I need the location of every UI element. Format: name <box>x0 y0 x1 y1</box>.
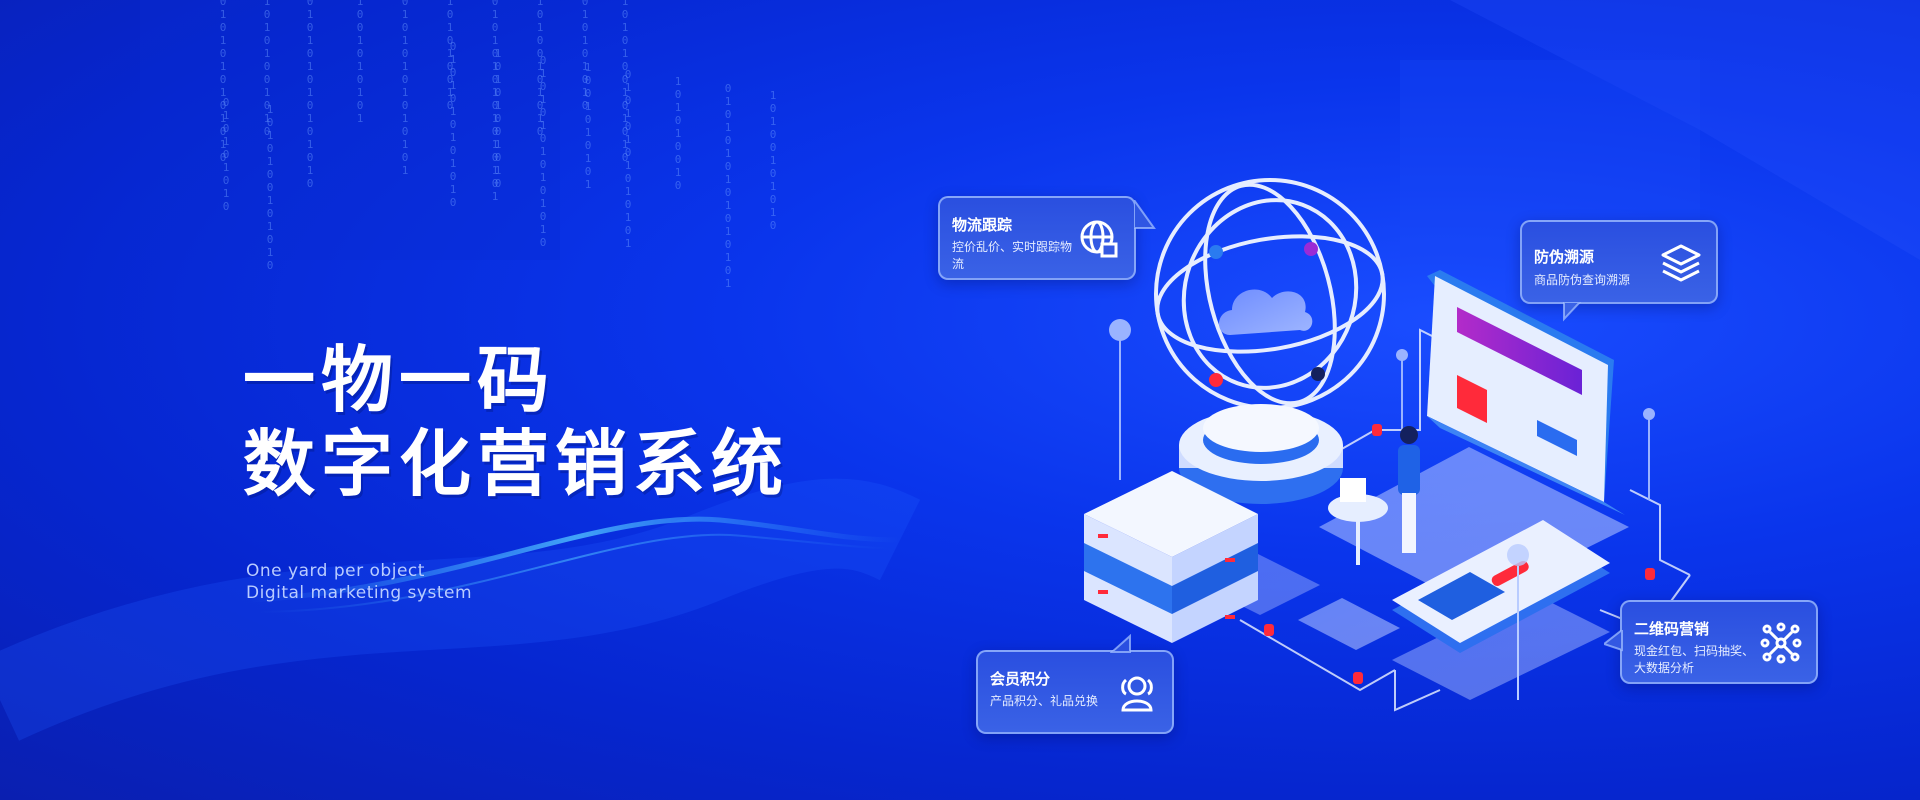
binary-column: 010101010 <box>222 96 230 213</box>
pins <box>1109 319 1655 500</box>
binary-column: 010101010101010 <box>306 0 314 190</box>
callout-tail <box>1563 302 1582 322</box>
callout-tail <box>1134 200 1156 229</box>
layers-icon <box>1661 244 1701 282</box>
binary-column: 101010010 <box>674 75 682 192</box>
monitor-illustration <box>1427 270 1625 515</box>
binary-column: 0101010101010101 <box>491 0 499 203</box>
connectors <box>1264 424 1655 684</box>
floor-platform <box>1319 447 1629 606</box>
cloud-icon <box>1218 289 1313 335</box>
callout-title: 防伪溯源 <box>1534 248 1595 266</box>
callout-membership: 会员积分 产品积分、礼品兑换 <box>976 650 1174 734</box>
binary-column: 010101010101010 <box>539 54 547 249</box>
callout-desc: 商品防伪查询溯源 <box>1534 273 1631 287</box>
hero-subtitle: One yard per object Digital marketing sy… <box>246 560 472 604</box>
globe-shop-icon <box>1080 220 1118 258</box>
binary-column: 1001010101 <box>584 61 592 191</box>
network-icon <box>1760 622 1802 664</box>
server-illustration <box>1084 471 1258 643</box>
callout-logistics: 物流跟踪 控价乱价、实时跟踪物流 <box>938 196 1136 280</box>
pedestal-illustration <box>1179 404 1343 504</box>
subtitle-line-2: Digital marketing system <box>246 583 473 603</box>
callout-desc: 产品积分、礼品兑换 <box>990 694 1099 708</box>
phone-illustration <box>1392 520 1610 700</box>
callout-tail <box>1604 630 1623 652</box>
globe-illustration <box>1154 178 1386 410</box>
callout-desc: 现金红包、扫码抽奖、大数据分析 <box>1634 644 1755 675</box>
binary-column: 1010100101010 <box>266 103 274 272</box>
callout-desc: 控价乱价、实时跟踪物流 <box>952 240 1073 271</box>
users-icon <box>1121 676 1153 712</box>
binary-column: 10101001010 <box>263 0 271 138</box>
binary-column: 01010101010101 <box>624 68 632 250</box>
person-illustration <box>1328 426 1420 565</box>
binary-column: 10101001010 <box>494 47 502 190</box>
binary-column: 0101010101010 <box>219 0 227 164</box>
binary-column: 01010101010101 <box>401 0 409 177</box>
title-line-1: 一物一码 <box>243 338 556 422</box>
binary-column: 10100101010 <box>536 0 544 138</box>
binary-column: 1001010101 <box>356 0 364 125</box>
binary-column: 0101010101010101 <box>724 82 732 290</box>
title-line-2: 数字化营销系统 <box>243 422 790 506</box>
binary-column: 0101010101010 <box>449 40 457 209</box>
binary-column: 1010100101010 <box>621 0 629 164</box>
subtitle-line-1: One yard per object <box>246 561 425 581</box>
callout-anticounterfeit: 防伪溯源 商品防伪查询溯源 <box>1520 220 1718 304</box>
binary-column: 010101010 <box>581 0 589 112</box>
binary-column: 101010010 <box>446 0 454 112</box>
callout-title: 二维码营销 <box>1634 620 1710 638</box>
callout-title: 物流跟踪 <box>952 216 1013 234</box>
hero-title: 一物一码 数字化营销系统 <box>243 338 789 506</box>
callout-qrcode: 二维码营销 现金红包、扫码抽奖、大数据分析 <box>1620 600 1818 684</box>
callout-tail <box>1110 634 1131 653</box>
binary-column: 10100101010 <box>769 89 777 232</box>
callout-title: 会员积分 <box>990 670 1051 688</box>
